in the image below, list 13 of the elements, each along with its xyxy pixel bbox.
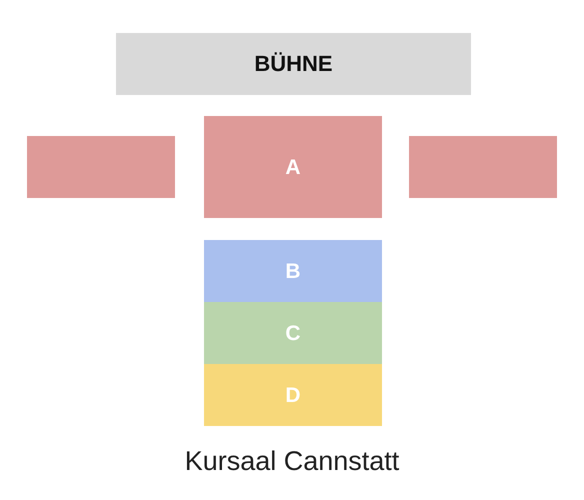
stage-label: BÜHNE <box>254 53 333 75</box>
block-letter: A <box>285 156 301 178</box>
stage-area <box>116 33 471 95</box>
venue-caption: Kursaal Cannstatt <box>184 447 400 477</box>
block-letter: C <box>285 322 301 344</box>
seating-block <box>204 302 382 364</box>
seating-block <box>204 240 382 302</box>
seating-block <box>27 136 175 198</box>
seating-block <box>204 116 382 218</box>
seating-block <box>409 136 557 198</box>
block-letter: D <box>285 384 301 406</box>
block-letter: B <box>285 260 301 282</box>
seating-block <box>204 364 382 426</box>
